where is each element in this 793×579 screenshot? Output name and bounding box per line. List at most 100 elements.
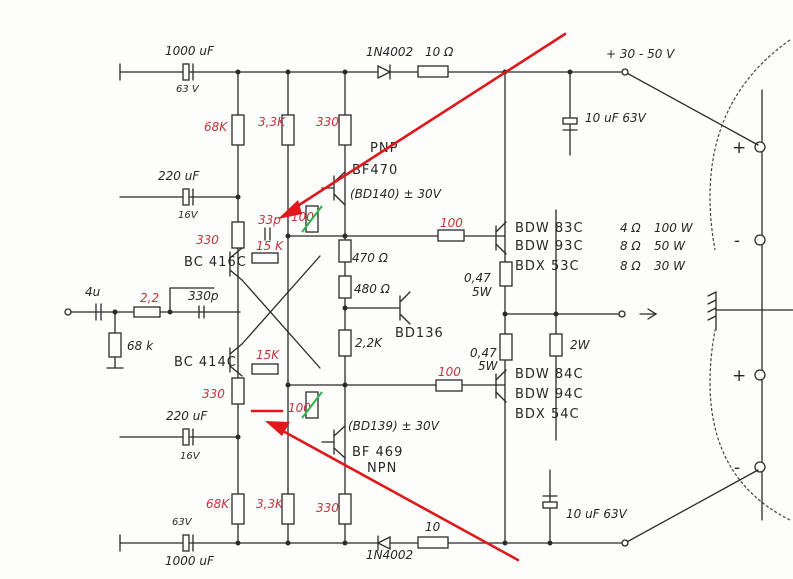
r480 bbox=[338, 275, 352, 299]
speaker-minus-top: - bbox=[734, 231, 740, 251]
emitter-w-bot: 5W bbox=[478, 359, 499, 373]
supply-voltage: + 30 - 50 V bbox=[606, 47, 675, 61]
top-trim-green-mark bbox=[301, 205, 323, 233]
bd136-transistor-icon bbox=[344, 291, 411, 325]
top-diode-icon bbox=[377, 64, 392, 80]
emitter-resistor-top bbox=[499, 261, 513, 287]
bottom-base-resistor bbox=[231, 377, 245, 405]
bottom-base-value: 330 bbox=[202, 387, 225, 401]
bottom-r1 bbox=[231, 493, 245, 525]
bottom-rail-resistor bbox=[417, 536, 449, 549]
red-arrow-head-top bbox=[278, 200, 302, 219]
speaker-plus-top: + bbox=[732, 138, 746, 158]
bottom-r1-value: 68K bbox=[206, 497, 230, 511]
zobel-resistor bbox=[549, 333, 563, 357]
bootstrap-top-voltage: 16V bbox=[178, 210, 199, 221]
zobel-value: 2W bbox=[570, 338, 591, 352]
bc414-transistor-icon bbox=[229, 343, 243, 377]
bottom-cap-voltage: 63V bbox=[172, 517, 193, 528]
top-fb-value: 15 K bbox=[256, 239, 284, 253]
power-value-3: 30 W bbox=[654, 259, 686, 273]
terminal-bot-plus bbox=[754, 369, 766, 381]
upper-part-3: BDX 53C bbox=[515, 259, 580, 274]
red-annotation-arrow-bottom bbox=[270, 423, 520, 562]
input-series-value: 2,2 bbox=[140, 291, 159, 305]
npn-transistor-icon bbox=[321, 425, 346, 459]
bc416-label: BC 416C bbox=[184, 255, 247, 270]
top-r3 bbox=[338, 114, 352, 146]
bottom-rail-resistor-value: 10 bbox=[425, 520, 441, 534]
cross-wire-2 bbox=[241, 255, 321, 345]
r480-value: 480 Ω bbox=[354, 282, 391, 296]
top-r1 bbox=[231, 114, 245, 146]
pnp-part: BF470 bbox=[352, 163, 398, 178]
terminal-top-minus bbox=[754, 234, 766, 246]
emitter-w-top: 5W bbox=[472, 285, 493, 299]
top-diode-label: 1N4002 bbox=[366, 45, 413, 59]
speaker-outline-top bbox=[709, 39, 791, 251]
ground-icon bbox=[707, 291, 717, 331]
bootstrap-top-capacitor bbox=[182, 188, 194, 206]
npn-label: NPN bbox=[367, 461, 397, 476]
speaker-outline-bottom bbox=[709, 329, 791, 521]
bias-resistor bbox=[437, 229, 465, 242]
top-r2 bbox=[281, 114, 295, 146]
bottom-r3 bbox=[338, 493, 352, 525]
speaker-minus-bot: - bbox=[734, 458, 740, 478]
lower-part-3: BDX 54C bbox=[515, 407, 580, 422]
speaker-plus-bot: + bbox=[732, 366, 746, 386]
top-r2-value: 3,3K bbox=[258, 115, 286, 129]
pnp-alt: (BD140) ± 30V bbox=[350, 187, 442, 201]
power-load-1: 4 Ω bbox=[620, 221, 641, 235]
r22k-value: 2,2K bbox=[355, 336, 383, 350]
bottom-cap-value: 1000 uF bbox=[165, 554, 215, 568]
emitter-r-top: 0,47 bbox=[464, 271, 491, 285]
bottom-fb-resistor bbox=[251, 363, 279, 375]
bottom-trim-value: 100 bbox=[288, 401, 311, 415]
lower-part-1: BDW 84C bbox=[515, 367, 584, 382]
bootstrap-bottom-voltage: 16V bbox=[180, 451, 201, 462]
output-bottom-transistor-icon bbox=[495, 369, 507, 403]
power-value-2: 50 W bbox=[654, 239, 686, 253]
top-base-resistor bbox=[231, 221, 245, 249]
bottom-diode-label: 1N4002 bbox=[366, 548, 413, 562]
input-series-resistor bbox=[133, 306, 161, 318]
top-filter-capacitor bbox=[562, 117, 578, 131]
upper-part-1: BDW 83C bbox=[515, 221, 584, 236]
junction-dots bbox=[112, 69, 573, 546]
input-terminal bbox=[64, 308, 72, 316]
top-rail-resistor bbox=[417, 65, 449, 78]
cross-wire-1 bbox=[241, 279, 321, 369]
bootstrap-top-value: 220 uF bbox=[158, 169, 200, 183]
npn-alt: (BD139) ± 30V bbox=[348, 419, 440, 433]
top-cap-voltage: 63 V bbox=[176, 84, 200, 95]
red-arrow-head-bottom bbox=[265, 421, 290, 436]
terminal-bot-minus bbox=[754, 461, 766, 473]
bottom-filter-capacitor bbox=[542, 495, 558, 509]
bottom-diode-icon bbox=[376, 535, 391, 551]
emitter-r-bot: 0,47 bbox=[470, 346, 497, 360]
bd136-label: BD136 bbox=[395, 326, 444, 341]
bottom-r2 bbox=[281, 493, 295, 525]
positive-terminal bbox=[621, 68, 629, 76]
bottom-trim-green-mark bbox=[301, 391, 323, 419]
power-value-1: 100 W bbox=[654, 221, 694, 235]
top-filter-cap-label: 10 uF 63V bbox=[585, 111, 647, 125]
top-rail-resistor-value: 10 Ω bbox=[425, 45, 454, 59]
bootstrap-bottom-capacitor bbox=[182, 428, 194, 446]
r470 bbox=[338, 239, 352, 263]
negative-terminal bbox=[621, 539, 629, 547]
bias-resistor-value: 100 bbox=[440, 216, 463, 230]
r22k bbox=[338, 329, 352, 357]
lower-part-2: BDW 94C bbox=[515, 387, 584, 402]
bottom-r3-value: 330 bbox=[316, 501, 339, 515]
output-top-transistor-icon bbox=[495, 221, 507, 255]
upper-part-2: BDW 93C bbox=[515, 239, 584, 254]
top-r1-value: 68K bbox=[204, 120, 228, 134]
input-shunt-resistor bbox=[108, 332, 122, 358]
input-cap-value: 4u bbox=[85, 285, 101, 299]
top-r3-value: 330 bbox=[316, 115, 339, 129]
r470-value: 470 Ω bbox=[352, 251, 389, 265]
